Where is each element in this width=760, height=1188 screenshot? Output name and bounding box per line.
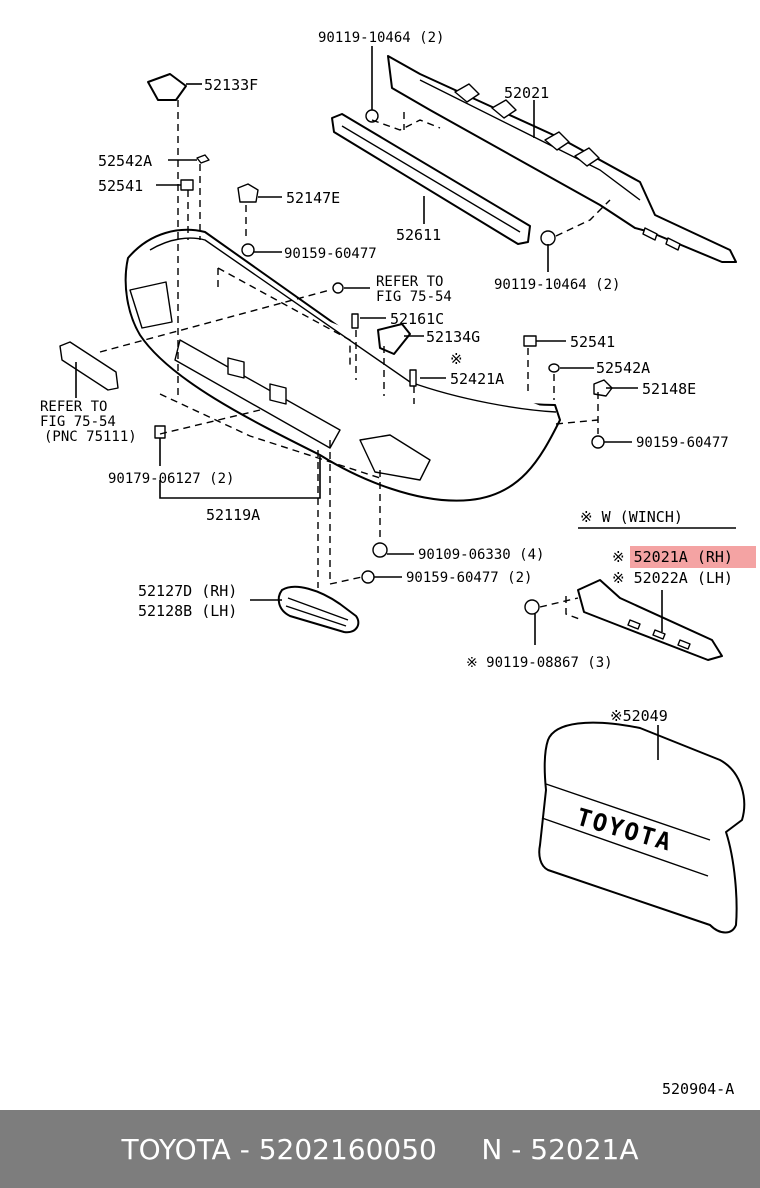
footer-separator-2: - (502, 1132, 531, 1166)
label-52134G: 52134G (426, 328, 480, 346)
footer-gap (437, 1133, 482, 1166)
small-parts-drawing (59, 73, 723, 661)
footer-part-code: 52021A (530, 1132, 639, 1166)
label-90179-06127: 90179-06127 (2) (108, 471, 234, 487)
label-90159-60477-c: 90159-60477 (2) (406, 570, 532, 586)
label-52421A-mark: ※ (450, 350, 463, 368)
bumper-parts-diagram: TOYOTA (40, 30, 756, 1098)
label-52049: ※52049 (610, 707, 668, 725)
label-52127D: 52127D (RH) (138, 582, 237, 600)
leader-lines (75, 46, 736, 760)
footer-separator-1: - (230, 1132, 259, 1166)
label-52542A-right: 52542A (596, 359, 650, 377)
footer-bar: TOYOTA - 5202160050 N - 52021A (0, 1110, 760, 1188)
label-52128B: 52128B (LH) (138, 602, 237, 620)
label-90159-60477-a: 90159-60477 (284, 246, 377, 262)
footer-brand: TOYOTA (121, 1132, 231, 1166)
label-90119-10464-top: 90119-10464 (2) (318, 30, 444, 46)
label-52541-left: 52541 (98, 177, 143, 195)
label-52119A: 52119A (206, 506, 260, 524)
label-52133F: 52133F (204, 76, 258, 94)
beam-52611-drawing (331, 113, 531, 245)
label-refer-fig-right-1: REFER TO (376, 274, 443, 290)
label-52541-right: 52541 (570, 333, 615, 351)
reinforcement-52021-drawing (387, 55, 737, 263)
label-90159-60477-b: 90159-60477 (636, 435, 729, 451)
label-52542A-left: 52542A (98, 152, 152, 170)
label-winch-header: ※ W (WINCH) (580, 508, 683, 526)
label-refer-fig-left-3: (PNC 75111) (44, 429, 137, 445)
label-52021: 52021 (504, 84, 549, 102)
figure-code: 520904-A (662, 1080, 734, 1098)
label-refer-fig-left-2: FIG 75-54 (40, 414, 116, 430)
footer-n-prefix: N (481, 1132, 503, 1166)
label-52147E: 52147E (286, 189, 340, 207)
label-90109-06330: 90109-06330 (4) (418, 547, 544, 563)
label-52611: 52611 (396, 226, 441, 244)
label-52021A-rh: ※ 52021A (RH) (612, 548, 733, 566)
bumper-cover-52119A-drawing (124, 228, 561, 502)
footer-part-number: 5202160050 (258, 1132, 437, 1166)
label-90119-08867: ※ 90119-08867 (3) (466, 655, 613, 671)
label-52022A-lh: ※ 52022A (LH) (612, 569, 733, 587)
label-52161C: 52161C (390, 310, 444, 328)
label-90119-10464-bottom: 90119-10464 (2) (494, 277, 620, 293)
highlight-52021A (630, 546, 756, 568)
label-refer-fig-right-2: FIG 75-54 (376, 289, 452, 305)
label-refer-fig-left-1: REFER TO (40, 399, 107, 415)
label-52421A: 52421A (450, 370, 504, 388)
winch-cover-52049-drawing: TOYOTA (538, 721, 746, 934)
assembly-dashed-lines (99, 100, 611, 621)
label-52148E: 52148E (642, 380, 696, 398)
